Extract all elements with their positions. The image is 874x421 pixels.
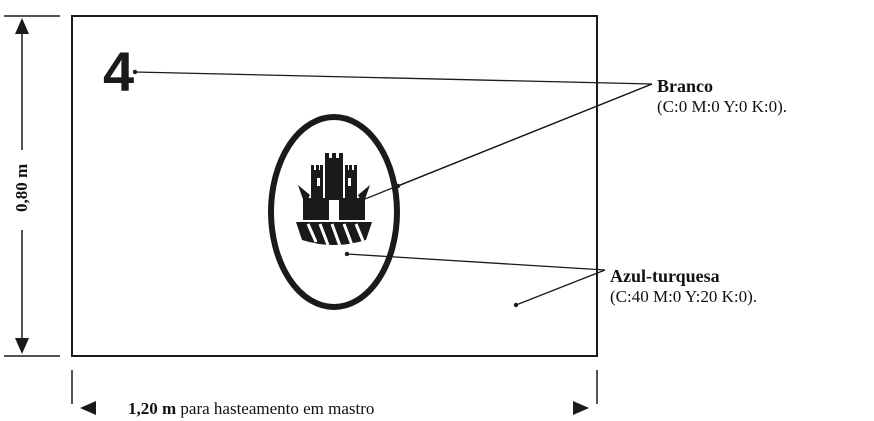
width-value: 1,20 m [128,399,177,418]
label-branco-name: Branco [657,76,713,96]
width-description: para hasteamento em mastro [180,399,375,418]
label-azul-turquesa: Azul-turquesa (C:40 M:0 Y:20 K:0). [610,266,757,307]
height-dimension [4,15,60,357]
label-branco: Branco (C:0 M:0 Y:0 K:0). [657,76,787,117]
label-azul-cmyk: (C:40 M:0 Y:20 K:0). [610,287,758,306]
castle-emblem-icon [296,153,372,247]
label-branco-cmyk: (C:0 M:0 Y:0 K:0). [657,97,788,116]
label-azul-name: Azul-turquesa [610,266,720,286]
flag-number: 4 [103,40,135,103]
width-label: 1,20 m para hasteamento em mastro [128,399,374,419]
width-dimension [71,370,598,415]
height-value: 0,80 m [12,163,31,212]
